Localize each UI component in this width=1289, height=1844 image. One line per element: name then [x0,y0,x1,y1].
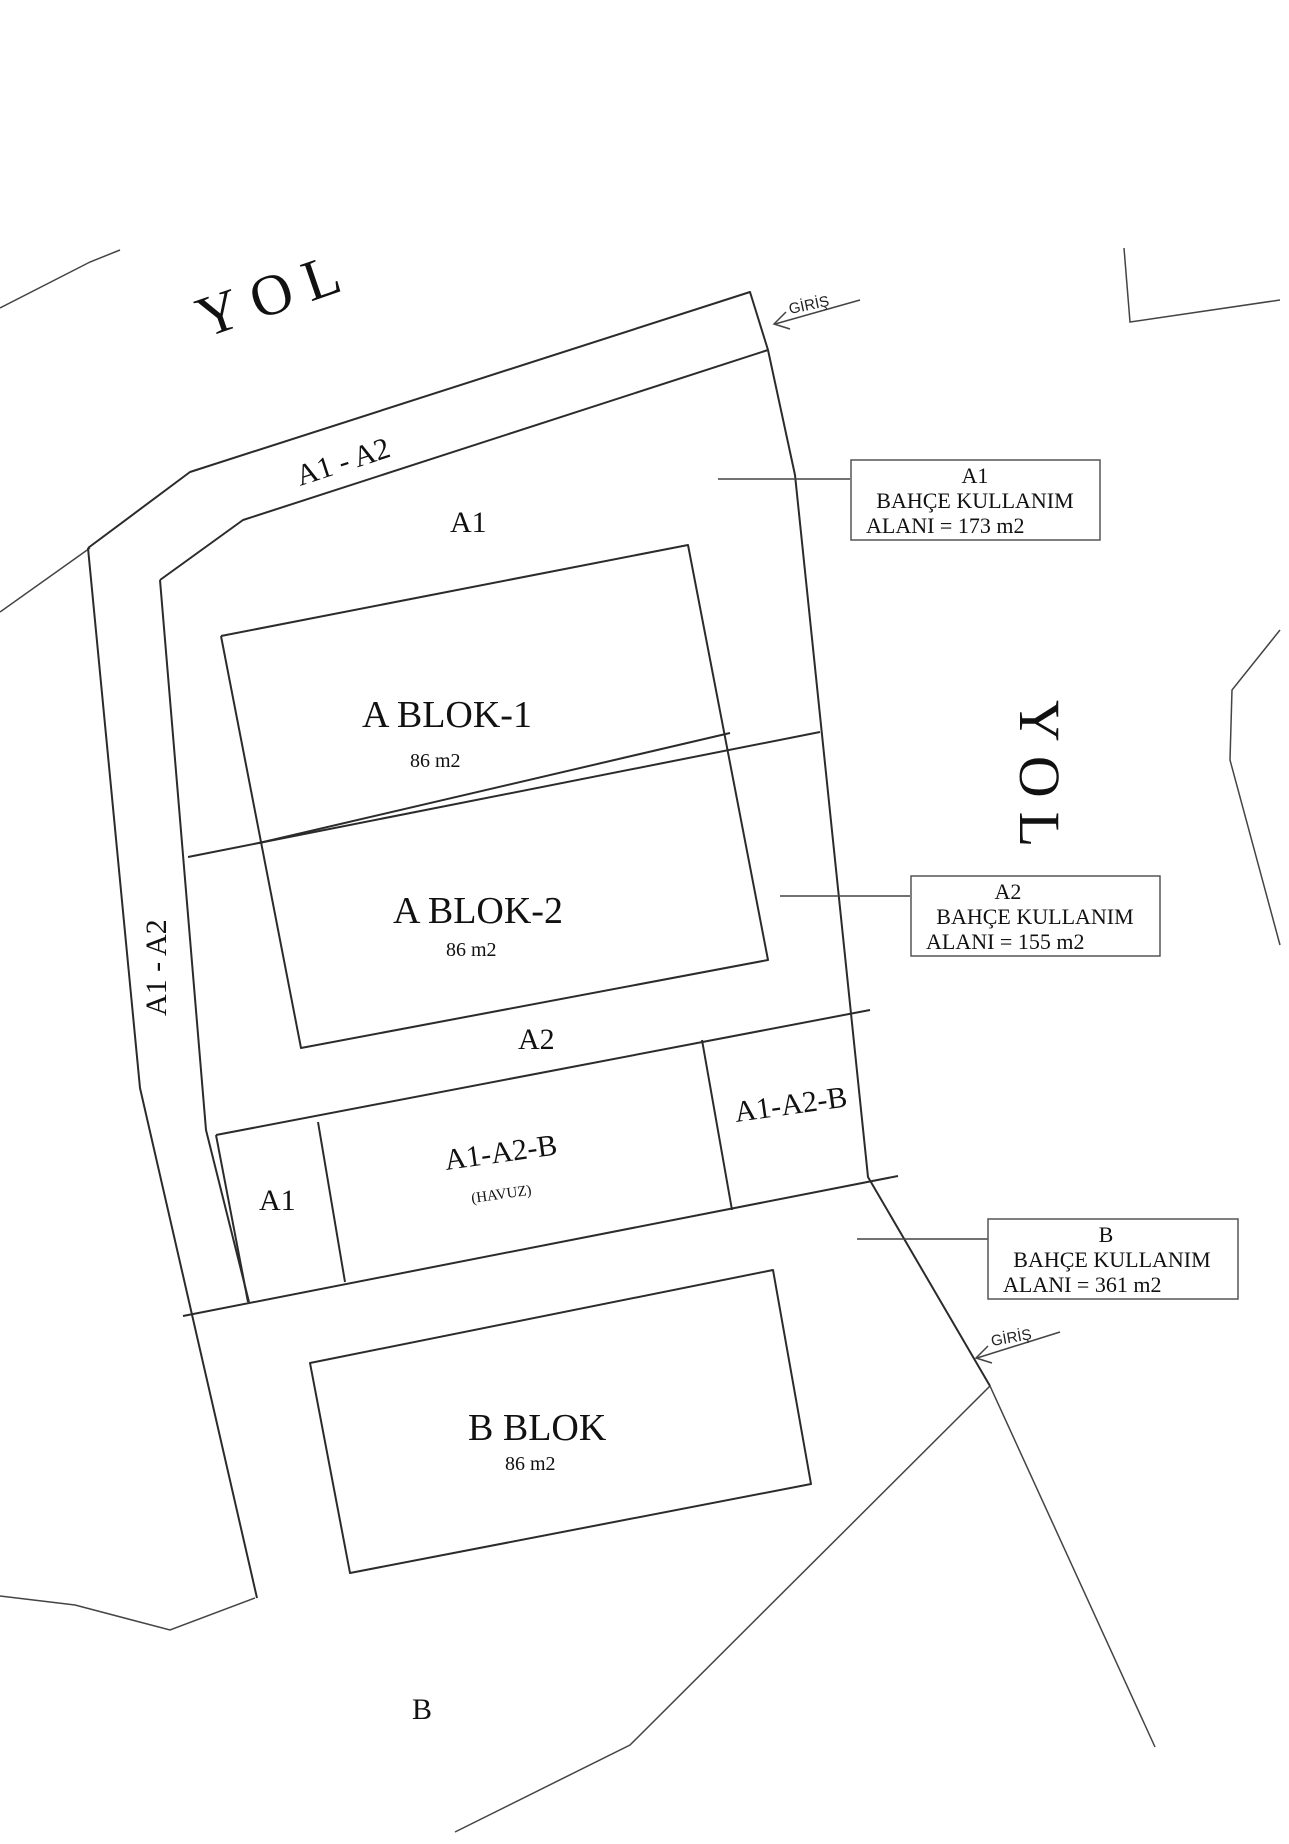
legend-b: B BAHÇE KULLANIM ALANI = 361 m2 [987,1218,1239,1300]
legend-a2-line3: ALANI = 155 m2 [926,929,1084,954]
entrance-east-arrow-icon [974,1331,1061,1364]
a-blok-1-name: A BLOK-1 [362,694,532,736]
legend-a2-line2: BAHÇE KULLANIM [936,904,1133,929]
road-label-east: YOL [1007,700,1072,861]
b-blok-building [309,1269,812,1574]
strip-label-left: A1 - A2 [140,919,173,1016]
legend-a1-line1: A1 [962,463,989,488]
strip-label-top: A1 - A2 [292,431,394,492]
area-label-a1-pool: A1 [259,1184,296,1217]
legend-a2-line1: A2 [995,879,1022,904]
pool-note: (HAVUZ) [470,1183,532,1207]
legend-b-line1: B [1099,1222,1114,1247]
legend-a1-line2: BAHÇE KULLANIM [876,488,1073,513]
area-label-a2: A2 [518,1023,555,1056]
entrance-label-east: GİRİŞ [990,1325,1033,1350]
legend-a2: A2 BAHÇE KULLANIM ALANI = 155 m2 [910,875,1161,957]
a-blok-building [220,544,769,1049]
leader-lines [718,478,988,1240]
road-label-north: YOL [188,236,362,350]
area-label-a1-a2-b-right: A1-A2-B [732,1080,849,1128]
a-blok-1-area: 86 m2 [410,750,461,772]
legend-b-line2: BAHÇE KULLANIM [1013,1247,1210,1272]
b-blok-area: 86 m2 [505,1453,556,1475]
entrance-label-north: GİRİŞ [787,292,831,318]
context-lines [0,247,1281,1833]
b-blok-name: B BLOK [468,1407,607,1449]
entrance-north-arrow-icon [772,299,861,330]
area-label-a1-top: A1 [450,506,487,539]
area-label-b: B [412,1693,432,1726]
pool-row [182,1009,899,1317]
a1-a2-divider [187,731,821,858]
a-blok-2-area: 86 m2 [446,939,497,961]
area-label-pool: A1-A2-B [442,1128,559,1176]
legend-b-line3: ALANI = 361 m2 [1003,1272,1161,1297]
left-strip-line [159,579,250,1303]
legend-a1-line3: ALANI = 173 m2 [866,513,1024,538]
legend-a1: A1 BAHÇE KULLANIM ALANI = 173 m2 [850,459,1101,541]
a-blok-2-name: A BLOK-2 [393,890,563,932]
top-strip-line [159,349,769,581]
